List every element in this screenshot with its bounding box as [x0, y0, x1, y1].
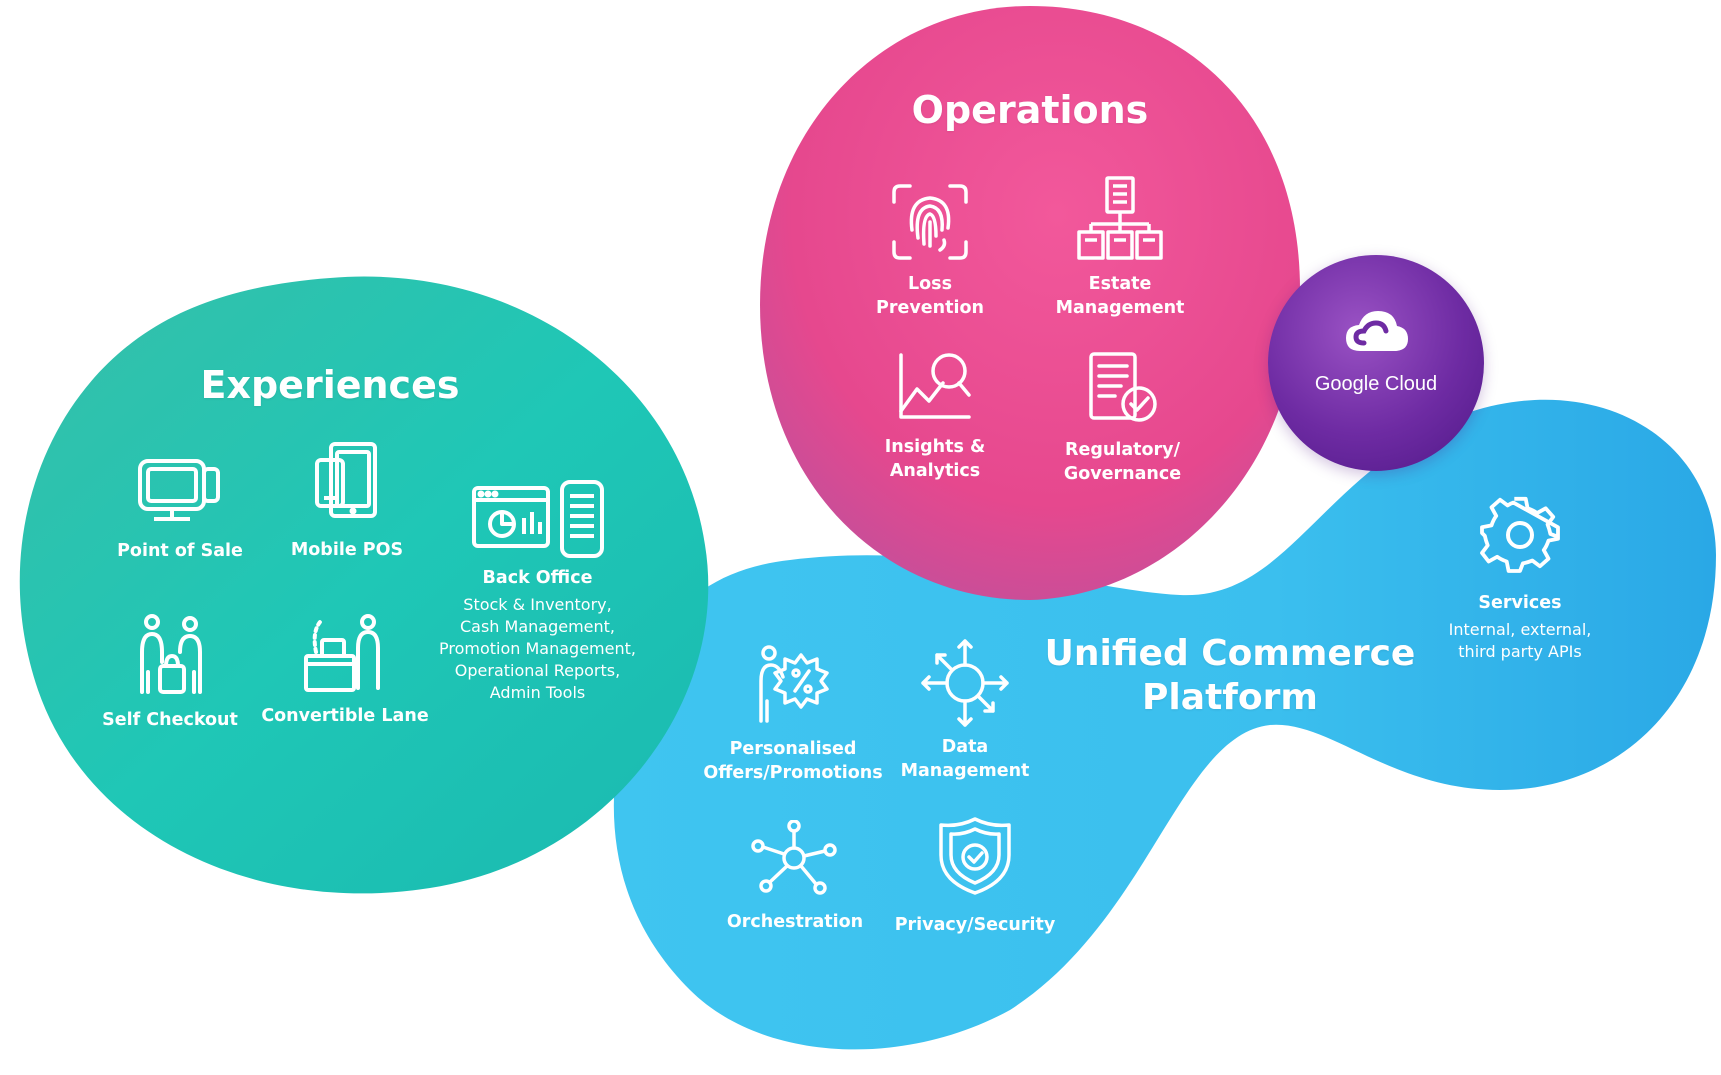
point-of-sale-label: Point of Sale: [117, 541, 243, 561]
google-cloud-label: Google Cloud: [1314, 373, 1438, 395]
mobile-tablet-icon: [262, 440, 432, 524]
mobile-pos-item: Mobile POS: [262, 440, 432, 562]
self-checkout-icon: [85, 612, 255, 700]
personalised-offers-label: Personalised Offers/Promotions: [703, 739, 883, 783]
orchestration-item: Orchestration: [705, 820, 885, 934]
back-office-label: Back Office: [482, 568, 593, 588]
operations-blob: [760, 6, 1300, 600]
operations-title: Operations: [911, 88, 1149, 132]
privacy-security-item: Privacy/Security: [880, 815, 1070, 937]
back-office-item: Back Office Stock & Inventory, Cash Mana…: [420, 478, 655, 704]
services-item: Services Internal, external, third party…: [1430, 495, 1610, 663]
privacy-security-label: Privacy/Security: [894, 915, 1056, 935]
buildings-hierarchy-icon: [1035, 172, 1205, 264]
data-management-label: Data Management: [900, 737, 1030, 781]
mobile-pos-label: Mobile POS: [290, 540, 404, 560]
convertible-lane-item: Convertible Lane: [255, 612, 435, 728]
platform-title-line2: Platform: [1142, 677, 1318, 718]
point-of-sale-item: Point of Sale: [95, 455, 265, 563]
platform-blob: [613, 399, 1716, 1050]
convertible-lane-label: Convertible Lane: [261, 706, 429, 726]
person-discount-icon: [693, 643, 893, 727]
pos-terminal-icon: [95, 455, 265, 525]
convertible-lane-icon: [255, 612, 435, 696]
data-arrows-icon: [885, 635, 1045, 731]
self-checkout-label: Self Checkout: [102, 710, 238, 730]
google-cloud-icon: [1342, 307, 1410, 360]
back-office-detail: Stock & Inventory, Cash Management, Prom…: [439, 595, 636, 702]
analytics-magnifier-icon: [855, 345, 1015, 425]
estate-management-item: Estate Management: [1035, 172, 1205, 320]
network-nodes-icon: [705, 820, 885, 896]
shield-check-icon: [880, 815, 1070, 897]
back-office-dashboard-icon: [420, 478, 655, 560]
document-check-icon: [1035, 350, 1210, 428]
services-label: Services: [1478, 593, 1562, 613]
platform-title: Unified Commerce Platform: [1030, 632, 1430, 720]
orchestration-label: Orchestration: [726, 912, 864, 932]
platform-title-line1: Unified Commerce: [1044, 633, 1416, 674]
gear-icon: [1430, 495, 1610, 575]
regulatory-governance-label: Regulatory/ Governance: [1063, 440, 1182, 484]
loss-prevention-item: Loss Prevention: [855, 180, 1005, 320]
regulatory-governance-item: Regulatory/ Governance: [1035, 350, 1210, 486]
insights-analytics-label: Insights & Analytics: [884, 437, 986, 481]
estate-management-label: Estate Management: [1055, 274, 1185, 318]
experiences-blob: [19, 276, 709, 894]
experiences-title: Experiences: [200, 363, 460, 407]
loss-prevention-label: Loss Prevention: [876, 274, 984, 318]
fingerprint-icon: [855, 180, 1005, 264]
services-detail: Internal, external, third party APIs: [1448, 620, 1592, 661]
personalised-offers-item: Personalised Offers/Promotions: [693, 643, 893, 785]
self-checkout-item: Self Checkout: [85, 612, 255, 732]
data-management-item: Data Management: [885, 635, 1045, 783]
google-cloud-badge: Google Cloud: [1268, 255, 1484, 471]
insights-analytics-item: Insights & Analytics: [855, 345, 1015, 483]
